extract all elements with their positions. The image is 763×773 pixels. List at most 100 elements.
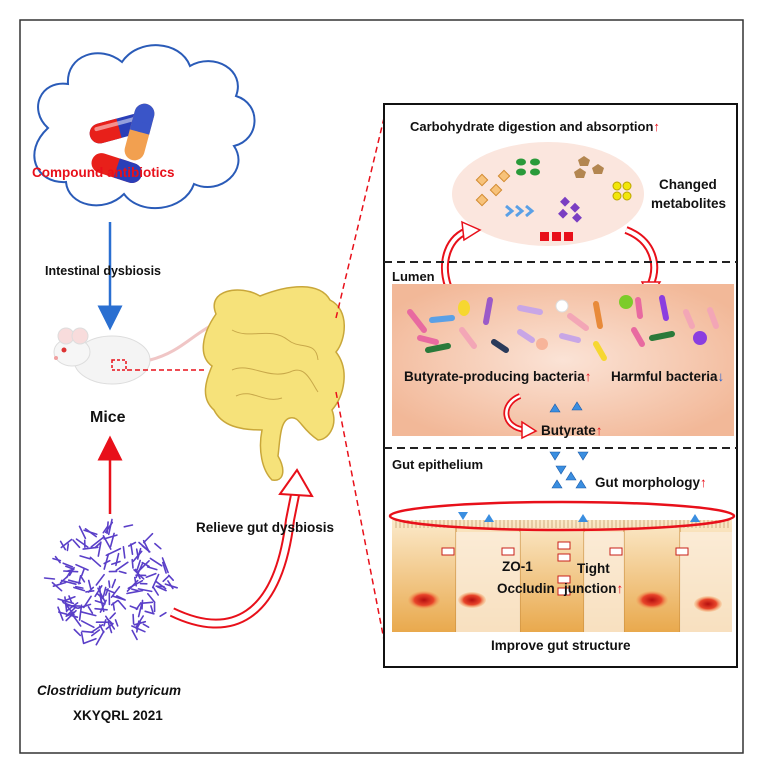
dysbiosis-label: Intestinal dysbiosis [45,264,162,278]
bacterium-rod [103,619,107,627]
carbohydrate-text: Carbohydrate digestion and absorption [410,119,654,134]
arrow-up-icon: ↑ [616,581,624,596]
zoom-line-bottom [335,391,385,641]
bacterium-rod [112,595,126,601]
bacterium-rod [115,561,129,572]
bacterium-rod [110,599,119,606]
bacterium-rod [114,619,119,627]
colon-icon [202,286,345,481]
bacterium-rod [80,567,85,577]
bacterium-rod [103,553,110,570]
bacterium-rod [132,550,143,563]
relieve-arrow-outline [169,489,301,629]
bacterium-rod [75,585,84,589]
bacterium-rod [142,623,150,629]
bacterium-rod [105,588,116,594]
bacterium-rod [87,586,95,593]
bacterium-rod [95,573,105,586]
bacterium-rod [126,589,144,595]
bacterium-rod [60,579,77,586]
bacterium-rod [64,596,68,613]
bacterium-rod [83,529,98,536]
bacterium-rod [152,586,159,596]
mice-label: Mice [90,409,126,426]
bacterium-rod [164,583,178,589]
bacterium-rod [167,574,174,582]
zo1-label: ZO-1 [502,559,533,574]
bacterium-rod [67,579,82,585]
relieve-arrow-fill [170,489,299,627]
mouse-icon [53,316,241,385]
cell-nucleus-icon [694,596,722,612]
bacterium-rod [147,592,156,604]
lumen-bacteria-icons [407,295,719,361]
bacterium-rod [73,628,82,637]
bacterium-rod [91,629,101,637]
bacterium-rod [87,579,92,590]
bacterium-rod [128,541,137,547]
bacterium-rod [99,599,107,613]
bacterium-rod [107,518,113,536]
butyrate-bacteria-label: Butyrate-producing bacteria↑ [404,370,592,384]
bacterium-rod [145,572,157,579]
bacterium-rod [130,543,134,556]
bacterium-rod [131,629,138,641]
relieve-label: Relieve gut dysbiosis [196,520,335,535]
bacterium-rod [75,538,89,548]
bacterium-rod [132,613,135,625]
bacterium-rod [143,532,154,544]
bacterium-rod [111,578,117,589]
bacterium-rod [133,620,147,626]
capsule-icon [124,103,155,161]
tight-label: Tight [577,561,610,576]
bacterium-rod [154,542,162,550]
bacterium-rod [90,536,104,548]
gut-morphology-text: Gut morphology [595,475,700,490]
bacterium-rod [109,612,116,620]
epithelium-cells [388,500,736,632]
bacterium-rod [108,580,111,588]
lumen-label: Lumen [392,269,435,284]
bacterium-rod [73,586,86,592]
bacterium-rod [59,575,69,584]
bacterium-rod [149,557,163,567]
strain-id-label: XKYQRL 2021 [73,708,163,723]
bacterium-rod [146,566,158,571]
gut-morphology-label: Gut morphology↑ [595,476,707,490]
harmful-bacteria-text: Harmful bacteria [611,369,718,384]
bacterium-rod [129,605,139,610]
bacterium-rod [122,545,126,559]
bacterium-rod [89,556,102,568]
changed-label-line2: metabolites [651,196,727,211]
occludin-label: Occludin [497,581,555,596]
bacterium-rod [123,524,134,528]
bacterium-rod [65,602,79,612]
bacterium-rod [117,599,127,610]
bacterium-rod [94,584,103,598]
bacterium-rod [131,625,146,633]
cell-nucleus-icon [636,591,668,609]
butyrate-triangle-icons [549,401,589,489]
bacterium-rod [83,637,97,645]
arrow-up-icon: ↑ [584,369,592,384]
bacterium-rod [102,586,107,598]
changed-label-line1: Changed [659,177,717,192]
bacterium-rod [90,623,104,634]
bacterium-rod [167,580,174,590]
bacterium-rod [135,562,144,579]
cell-nucleus-icon [458,592,486,608]
bacterium-rod [99,595,105,613]
bacterium-rod [77,603,92,610]
bacterium-rod [62,562,74,568]
capsule-icon [91,153,142,183]
harmful-bacteria-label: Harmful bacteria↓ [611,370,724,384]
bacterium-rod [135,615,144,628]
cell-nucleus-icon [408,591,440,609]
arrow-down-icon: ↓ [717,369,725,384]
bacterium-rod [97,541,102,557]
bacterium-rod [54,555,61,564]
strain-name-label: Clostridium butyricum [37,683,182,698]
bacterium-rod [150,605,154,614]
bacterium-rod [141,545,149,552]
